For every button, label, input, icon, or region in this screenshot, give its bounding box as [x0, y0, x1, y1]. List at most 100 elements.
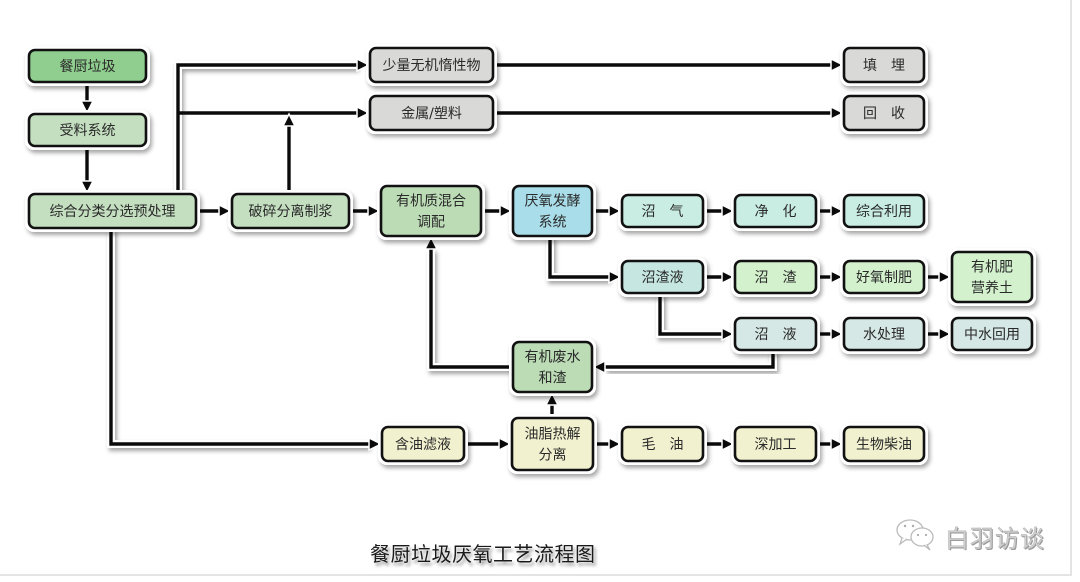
edge-halo — [107, 228, 369, 448]
arrowhead-icon — [721, 203, 736, 219]
edge-residue-to-aerobic_fert — [816, 269, 845, 285]
edge-liquid-to-organic_ww — [591, 350, 777, 375]
edge-digestate-to-liquid — [656, 293, 736, 342]
edge-oily_filtrate-to-oil_sep — [464, 436, 513, 452]
edge-line — [548, 236, 609, 279]
arrowhead-icon — [721, 436, 736, 452]
node-box — [842, 193, 926, 229]
arrowhead-icon — [367, 203, 382, 219]
node-box — [27, 48, 148, 84]
node-receiving[interactable]: 受料系统 — [25, 110, 150, 150]
edge-kitchen_waste-to-receiving — [79, 82, 95, 115]
edge-line — [109, 228, 369, 446]
node-label: 生物柴油 — [856, 437, 912, 453]
node-label: 毛 油 — [642, 437, 684, 453]
edge-mixing-to-anaerobic — [481, 203, 514, 219]
node-box — [842, 316, 926, 352]
arrowhead-icon — [608, 203, 623, 219]
arrowhead-icon — [830, 436, 845, 452]
arrowhead-icon — [423, 235, 439, 250]
node-label: 好氧制肥 — [856, 270, 912, 286]
arrowhead-icon — [721, 326, 736, 342]
node-label: 综合利用 — [856, 204, 912, 220]
node-digestate[interactable]: 沼渣液 — [618, 257, 707, 297]
node-crushing[interactable]: 破碎分离制浆 — [228, 190, 353, 232]
node-metal-plastic[interactable]: 金属/塑料 — [366, 92, 497, 134]
node-label: 综合分类分选预处理 — [50, 204, 176, 220]
node-label: 金属/塑料 — [401, 106, 462, 122]
node-residue[interactable]: 沼 渣 — [731, 257, 820, 297]
node-label: 受料系统 — [60, 123, 116, 139]
node-purify[interactable]: 净 化 — [731, 191, 820, 231]
watermark-text: 白羽访谈 — [945, 524, 1045, 553]
edge-line — [429, 249, 513, 369]
node-box — [510, 416, 595, 472]
node-label: 系统 — [539, 215, 567, 231]
node-box — [230, 192, 351, 230]
node-inert[interactable]: 少量无机惰性物 — [366, 44, 497, 86]
node-box — [368, 94, 495, 132]
node-label: 水处理 — [863, 327, 905, 343]
node-label: 油脂热解 — [525, 427, 581, 443]
node-label: 有机肥 — [971, 260, 1013, 276]
node-box — [733, 316, 818, 352]
node-kitchen-waste[interactable]: 餐厨垃圾 — [25, 46, 150, 86]
arrowhead-icon — [608, 436, 623, 452]
node-liquid[interactable]: 沼 液 — [731, 314, 820, 354]
node-box — [733, 425, 818, 463]
node-label: 含油滤液 — [395, 437, 451, 453]
edges-layer — [79, 57, 953, 452]
node-sorting[interactable]: 综合分类分选预处理 — [25, 190, 200, 232]
arrowhead-icon — [608, 269, 623, 285]
node-label: 分离 — [539, 447, 567, 464]
edge-halo — [174, 61, 357, 194]
arrowhead-icon — [938, 269, 953, 285]
edge-halo — [546, 236, 609, 281]
watermark: 白羽访谈 — [895, 517, 1045, 555]
node-box — [842, 94, 926, 132]
node-deep-process[interactable]: 深加工 — [731, 423, 820, 465]
edge-line — [658, 293, 722, 336]
node-box — [511, 184, 594, 238]
edge-organic_ww-to-mixing — [423, 235, 513, 371]
edge-metal_plastic-to-recycle — [493, 105, 845, 121]
edge-crushing-to-mixing — [349, 203, 382, 219]
node-box — [379, 184, 483, 238]
edge-aerobic_fert-to-organic_soil — [924, 269, 953, 285]
arrowhead-icon — [356, 105, 371, 121]
node-recycle[interactable]: 回 收 — [840, 92, 928, 134]
arrowhead-icon — [830, 57, 845, 73]
node-label: 沼 液 — [755, 327, 797, 343]
node-crude-oil[interactable]: 毛 油 — [618, 423, 707, 465]
arrowhead-icon — [281, 112, 297, 127]
arrowhead-icon — [499, 203, 514, 219]
node-oily-filtrate[interactable]: 含油滤液 — [378, 423, 468, 465]
node-box — [380, 425, 466, 463]
node-label: 沼渣液 — [642, 270, 684, 286]
edge-water_treat-to-reclaimed — [924, 326, 953, 342]
node-water-treat[interactable]: 水处理 — [840, 314, 928, 354]
arrowhead-icon — [498, 436, 513, 452]
node-biogas[interactable]: 沼 气 — [618, 191, 707, 231]
node-aerobic-fert[interactable]: 好氧制肥 — [840, 257, 928, 297]
node-landfill[interactable]: 填 埋 — [840, 44, 928, 86]
node-label: 中水回用 — [964, 327, 1020, 343]
node-box — [950, 316, 1034, 352]
node-label: 厌氧发酵 — [525, 194, 581, 210]
arrowhead-icon — [830, 203, 845, 219]
node-label: 有机质混合 — [396, 194, 466, 210]
node-biodiesel[interactable]: 生物柴油 — [840, 423, 928, 465]
node-utilize[interactable]: 综合利用 — [840, 191, 928, 231]
node-reclaimed[interactable]: 中水回用 — [948, 314, 1036, 354]
arrowhead-icon — [938, 326, 953, 342]
node-label: 餐厨垃圾 — [60, 59, 116, 75]
arrowhead-icon — [830, 105, 845, 121]
node-box — [733, 193, 818, 229]
